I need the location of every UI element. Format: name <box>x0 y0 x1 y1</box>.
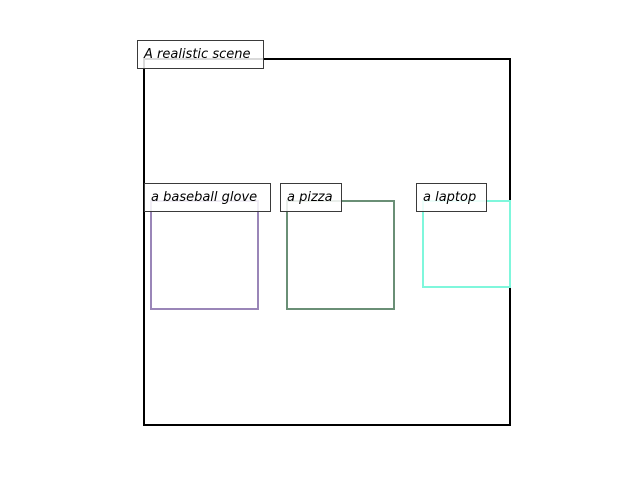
pizza-box <box>286 200 395 310</box>
scene-caption: A realistic scene <box>137 40 264 69</box>
baseball-glove-label: a baseball glove <box>144 183 271 212</box>
laptop-box <box>422 200 511 288</box>
pizza-label: a pizza <box>280 183 342 212</box>
laptop-label: a laptop <box>416 183 487 212</box>
baseball-glove-box <box>150 200 259 310</box>
